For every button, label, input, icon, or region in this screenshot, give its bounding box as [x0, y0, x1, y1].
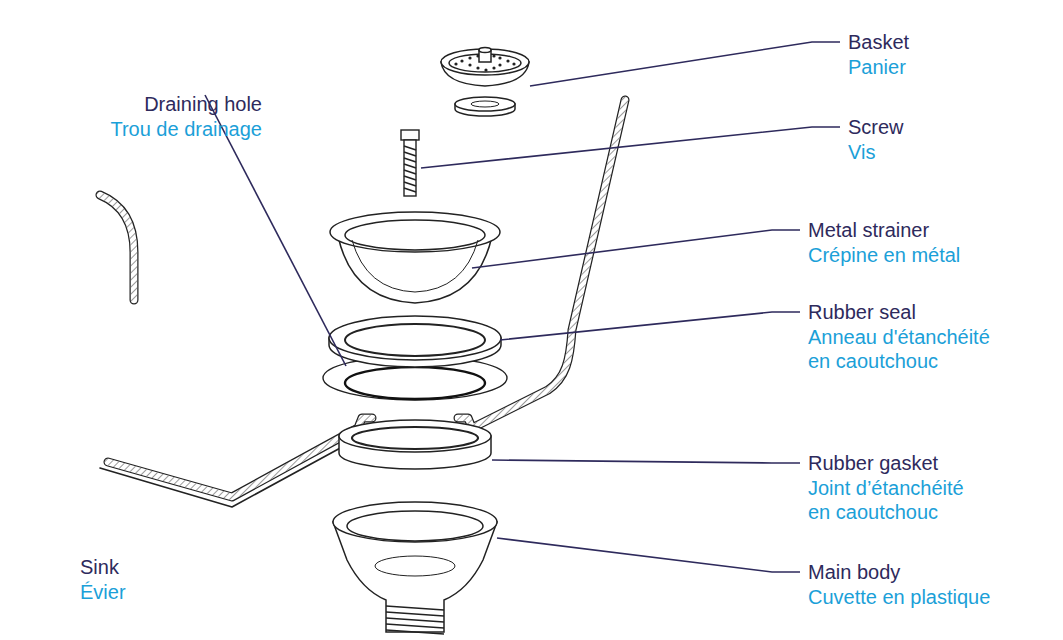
main-body-drawing [333, 502, 497, 634]
part-label: Rubber seal [808, 300, 1058, 324]
part-label: Draining hole [42, 92, 262, 116]
sink-drawing [100, 100, 625, 507]
part-label: Sink [80, 555, 280, 579]
basket-drawing [441, 48, 529, 117]
part-label: Panier [848, 55, 1048, 79]
part-label: Metal strainer [808, 218, 1058, 242]
part-label: Main body [808, 560, 1058, 584]
part-label: Basket [848, 30, 1048, 54]
part-label: Screw [848, 115, 1048, 139]
part-label: Rubber gasket [808, 451, 1058, 475]
metal-strainer-drawing [330, 212, 500, 303]
part-label: Évier [80, 580, 280, 604]
part-label: Joint d’étanchéité en caoutchouc [808, 476, 978, 524]
leader-lines [205, 42, 840, 572]
part-label: Vis [848, 140, 1048, 164]
rubber-seal-drawing [329, 316, 501, 367]
part-label: Anneau d'étanchéité en caoutchouc [808, 325, 1004, 373]
part-label: Cuvette en plastique [808, 585, 1058, 609]
part-label: Crépine en métal [808, 243, 1058, 267]
part-label: Trou de drainage [42, 117, 262, 141]
rubber-gasket-drawing [339, 420, 491, 469]
screw-drawing [401, 130, 419, 196]
